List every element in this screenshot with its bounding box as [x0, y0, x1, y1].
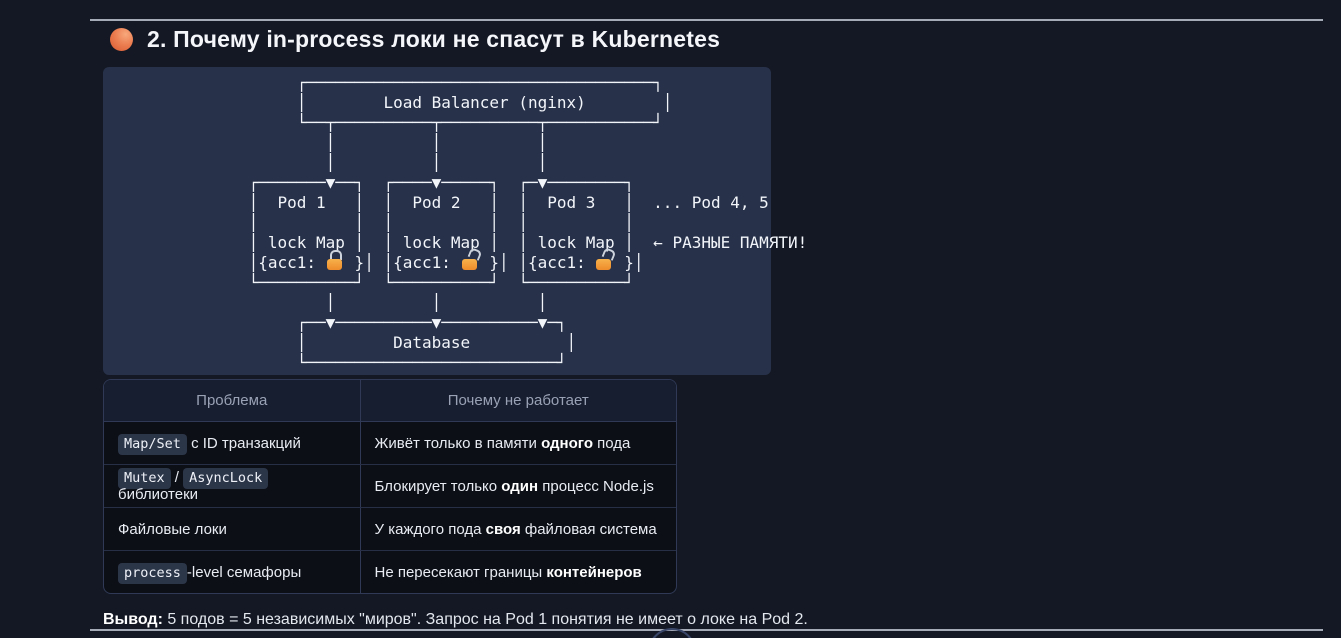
reason-cell: Живёт только в памяти одного пода [359, 421, 676, 465]
conclusion-label: Вывод: [103, 611, 163, 628]
text-run: пода [592, 434, 631, 452]
text-run: / [170, 469, 184, 486]
text-run: Живёт только в памяти [374, 434, 542, 452]
lock-closed-icon [326, 250, 345, 270]
problem-cell: Mutex / AsyncLock библиотеки [104, 464, 360, 508]
table-row: Файловые локи У каждого пода своя файлова… [104, 507, 676, 551]
lock-open-icon [595, 255, 614, 270]
code-chip: Mutex [118, 468, 171, 489]
conclusion-text: Вывод: 5 подов = 5 независимых "миров". … [103, 611, 808, 629]
ascii-architecture-diagram: ┌────────────────────────────────────┐ │… [133, 73, 808, 372]
bold-text: одного [541, 434, 593, 452]
problem-cell: Map/Set с ID транзакций [104, 421, 360, 465]
text-run: -level семафоры [186, 563, 302, 581]
column-header-problem: Проблема [104, 380, 360, 422]
text-run: файловая система [520, 520, 657, 538]
text-run: библиотеки [118, 486, 199, 503]
reason-cell: Блокирует только один процесс Node.js [359, 464, 676, 508]
section-heading: 2. Почему in-process локи не спасут в Ku… [110, 26, 720, 53]
problem-cell: Файловые локи [104, 507, 360, 551]
diagram-panel: ┌────────────────────────────────────┐ │… [103, 67, 808, 375]
text-run: Файловые локи [118, 520, 227, 538]
text-run: У каждого пода [374, 520, 486, 538]
bold-text: своя [485, 520, 521, 538]
problem-cell: process-level семафоры [104, 551, 360, 594]
page-title: 2. Почему in-process локи не спасут в Ku… [147, 26, 721, 52]
bold-text: контейнеров [546, 563, 642, 581]
lock-open-icon [461, 255, 480, 270]
problems-table: Проблема Почему не работает Map/Set с ID… [103, 379, 677, 594]
reason-cell: Не пересекают границы контейнеров [359, 550, 676, 593]
orange-circle-icon [110, 28, 133, 51]
column-header-reason: Почему не работает [359, 380, 676, 422]
bottom-divider [90, 629, 1323, 631]
code-chip: Map/Set [118, 433, 187, 455]
text-run: с ID транзакций [186, 434, 301, 452]
table-header-row: Проблема Почему не работает [104, 380, 676, 422]
code-chip: process [118, 562, 187, 584]
reason-cell: У каждого пода своя файловая система [359, 507, 676, 551]
text-run: Блокирует только [374, 477, 502, 495]
text-run: Не пересекают границы [374, 563, 547, 581]
top-divider [90, 19, 1323, 21]
text-run: процесс Node.js [538, 477, 654, 495]
bold-text: один [501, 477, 539, 495]
conclusion-body: 5 подов = 5 независимых "миров". Запрос … [162, 611, 808, 628]
code-chip: AsyncLock [183, 468, 269, 489]
